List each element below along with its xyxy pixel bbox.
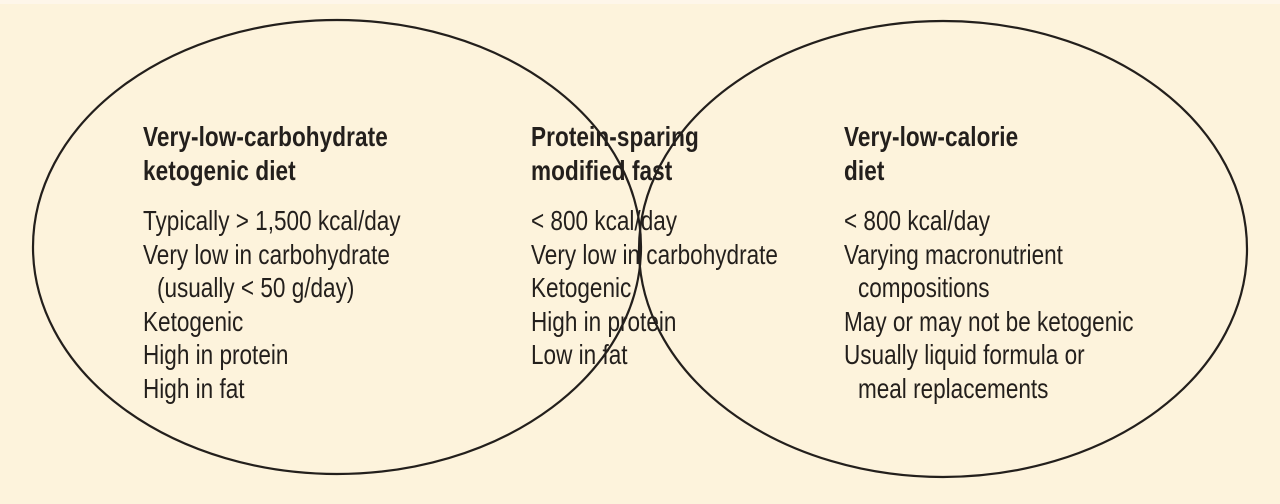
- left-set-title-line-2: ketogenic diet: [143, 154, 296, 186]
- list-item: meal replacements: [857, 372, 1049, 404]
- list-item: (usually < 50 g/day): [156, 272, 355, 304]
- right-set-title: Very-low-calorie diet: [844, 120, 1134, 187]
- right-set-title-line-1: Very-low-calorie: [844, 121, 1019, 152]
- list-item: Typically > 1,500 kcal/day: [143, 205, 401, 236]
- overlap-set-items: < 800 kcal/day Very low in carbohydrate …: [531, 204, 778, 372]
- list-item: May or may not be ketogenic: [844, 305, 1134, 337]
- list-item: < 800 kcal/day: [531, 205, 678, 236]
- list-item: Ketogenic: [531, 272, 632, 304]
- right-set-items: < 800 kcal/day Varying macronutrient com…: [844, 204, 1134, 406]
- right-set-title-line-2: diet: [844, 154, 885, 186]
- list-item: Very low in carbohydrate: [531, 238, 778, 270]
- overlap-set-title: Protein-sparing modified fast: [531, 120, 778, 187]
- right-set-block: Very-low-calorie diet < 800 kcal/day Var…: [844, 120, 1134, 406]
- right-ellipse: [637, 19, 1249, 479]
- left-set-block: Very-low-carbohydrate ketogenic diet Typ…: [143, 120, 401, 406]
- left-set-items: Typically > 1,500 kcal/day Very low in c…: [143, 204, 401, 406]
- list-item: Low in fat: [531, 339, 628, 371]
- list-item: < 800 kcal/day: [844, 205, 991, 236]
- left-ellipse: [31, 18, 643, 476]
- overlap-set-title-line-1: Protein-sparing: [531, 121, 699, 152]
- list-item: Very low in carbohydrate: [143, 238, 390, 270]
- left-set-title-line-1: Very-low-carbohydrate: [143, 121, 388, 152]
- list-item: Usually liquid formula or: [844, 339, 1085, 371]
- list-item: High in protein: [143, 339, 289, 371]
- list-item: Ketogenic: [143, 305, 244, 337]
- overlap-set-title-line-2: modified fast: [531, 154, 673, 186]
- left-set-title: Very-low-carbohydrate ketogenic diet: [143, 120, 401, 187]
- list-item: compositions: [857, 272, 990, 304]
- top-edge-strip: [0, 0, 1280, 4]
- list-item: High in protein: [531, 305, 677, 337]
- overlap-set-block: Protein-sparing modified fast < 800 kcal…: [531, 120, 778, 372]
- list-item: High in fat: [143, 372, 245, 404]
- list-item: Varying macronutrient: [844, 238, 1063, 270]
